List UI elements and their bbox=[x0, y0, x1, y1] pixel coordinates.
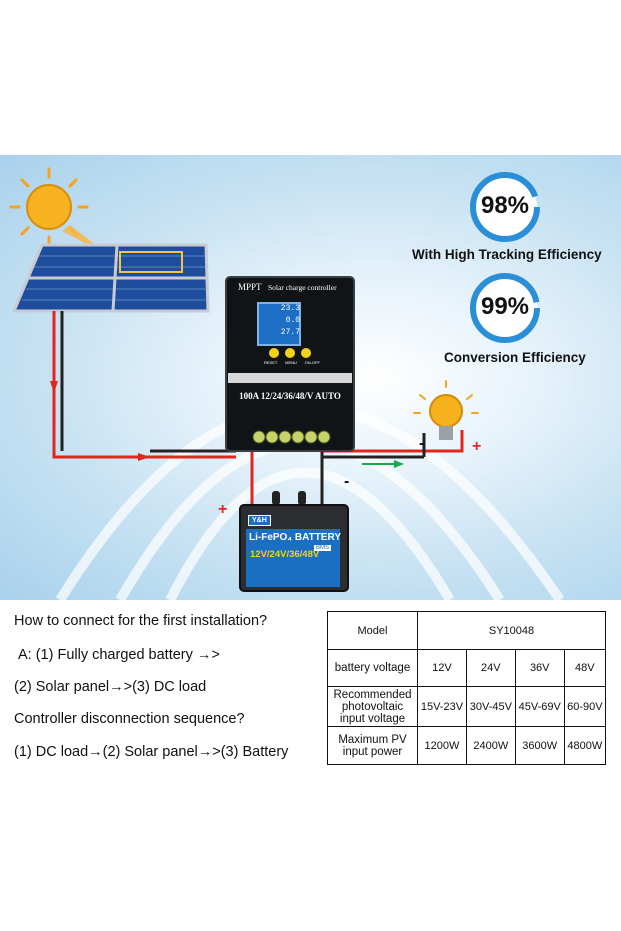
first-installation-heading: How to connect for the first installatio… bbox=[14, 613, 268, 629]
load-minus-sign: - bbox=[419, 435, 425, 452]
table-cell: 1200W bbox=[417, 726, 467, 765]
lcd-reading: 27.7 bbox=[280, 328, 300, 337]
battery-minus-sign: - bbox=[344, 473, 350, 490]
table-cell: 2400W bbox=[465, 726, 516, 765]
installation-step-b: (2) Solar panel→>(3) DC load bbox=[14, 679, 207, 695]
table-cell: 36V bbox=[514, 649, 565, 687]
light-bulb-icon bbox=[413, 380, 479, 440]
table-row: battery voltage 12V 24V 36V 48V bbox=[327, 649, 607, 687]
lcd-reading: 0.0 bbox=[285, 316, 300, 325]
table-cell: 24V bbox=[465, 649, 516, 687]
wiring-illustration bbox=[9, 167, 565, 600]
conversion-efficiency-value: 99% bbox=[480, 293, 530, 320]
controller-button-labels: RESET MENU ON-OFF bbox=[264, 360, 320, 365]
table-cell: 45V-69V bbox=[514, 686, 565, 727]
controller-rating: 100A 12/24/36/48/V AUTO bbox=[239, 391, 341, 401]
on-off-button[interactable]: ON-OFF bbox=[304, 360, 320, 365]
battery-plus-sign: + bbox=[218, 501, 228, 518]
menu-button[interactable]: MENU bbox=[285, 360, 297, 365]
table-cell: 60-90V bbox=[563, 686, 607, 727]
table-cell: 12V bbox=[417, 649, 467, 687]
lifepo4-battery bbox=[239, 491, 349, 592]
row-label: battery voltage bbox=[327, 649, 418, 687]
table-row: Recommended photovoltaic input voltage 1… bbox=[327, 686, 607, 727]
connection-diagram-banner: MPPT Solar charge controller 23.3 0.0 27… bbox=[0, 155, 621, 600]
model-value: SY10048 bbox=[417, 611, 606, 650]
installation-step-a: A: (1) Fully charged battery →> bbox=[18, 647, 220, 663]
table-cell: 4800W bbox=[563, 726, 607, 765]
battery-type: Li-FePO₄ BATTERY bbox=[249, 532, 341, 543]
table-cell: 30V-45V bbox=[465, 686, 516, 727]
tracking-efficiency-label: With High Tracking Efficiency bbox=[412, 247, 602, 262]
table-row: Maximum PV input power 1200W 2400W 3600W… bbox=[327, 726, 607, 765]
model-label: Model bbox=[327, 611, 418, 650]
controller-name: Solar charge controller bbox=[268, 283, 337, 292]
table-cell: 48V bbox=[563, 649, 607, 687]
battery-voltage: 12V/24V/36/48V bbox=[250, 549, 320, 560]
reset-button[interactable]: RESET bbox=[264, 360, 278, 365]
efficiency-ring-98 bbox=[470, 172, 540, 242]
row-label: Maximum PV input power bbox=[327, 726, 418, 765]
solar-panel-icon bbox=[11, 243, 210, 313]
battery-logo: Y&H bbox=[248, 515, 271, 526]
load-plus-sign: + bbox=[472, 438, 482, 455]
solar-charge-controller bbox=[225, 276, 355, 452]
disconnection-steps: (1) DC load→(2) Solar panel→>(3) Battery bbox=[14, 744, 289, 760]
tracking-efficiency-value: 98% bbox=[480, 192, 530, 219]
controller-brand: MPPT bbox=[238, 282, 262, 292]
row-label: Recommended photovoltaic input voltage bbox=[327, 686, 418, 727]
controller-lcd: 23.3 0.0 27.7 bbox=[264, 303, 300, 339]
table-cell: 3600W bbox=[514, 726, 565, 765]
conversion-efficiency-label: Conversion Efficiency bbox=[444, 350, 586, 365]
bms-badge: BMS bbox=[314, 545, 332, 551]
lcd-reading: 23.3 bbox=[280, 304, 300, 313]
efficiency-ring-99 bbox=[470, 273, 540, 343]
table-cell: 15V-23V bbox=[417, 686, 467, 727]
disconnection-heading: Controller disconnection sequence? bbox=[14, 711, 245, 727]
spec-table: Model SY10048 battery voltage 12V 24V 36… bbox=[327, 611, 607, 765]
